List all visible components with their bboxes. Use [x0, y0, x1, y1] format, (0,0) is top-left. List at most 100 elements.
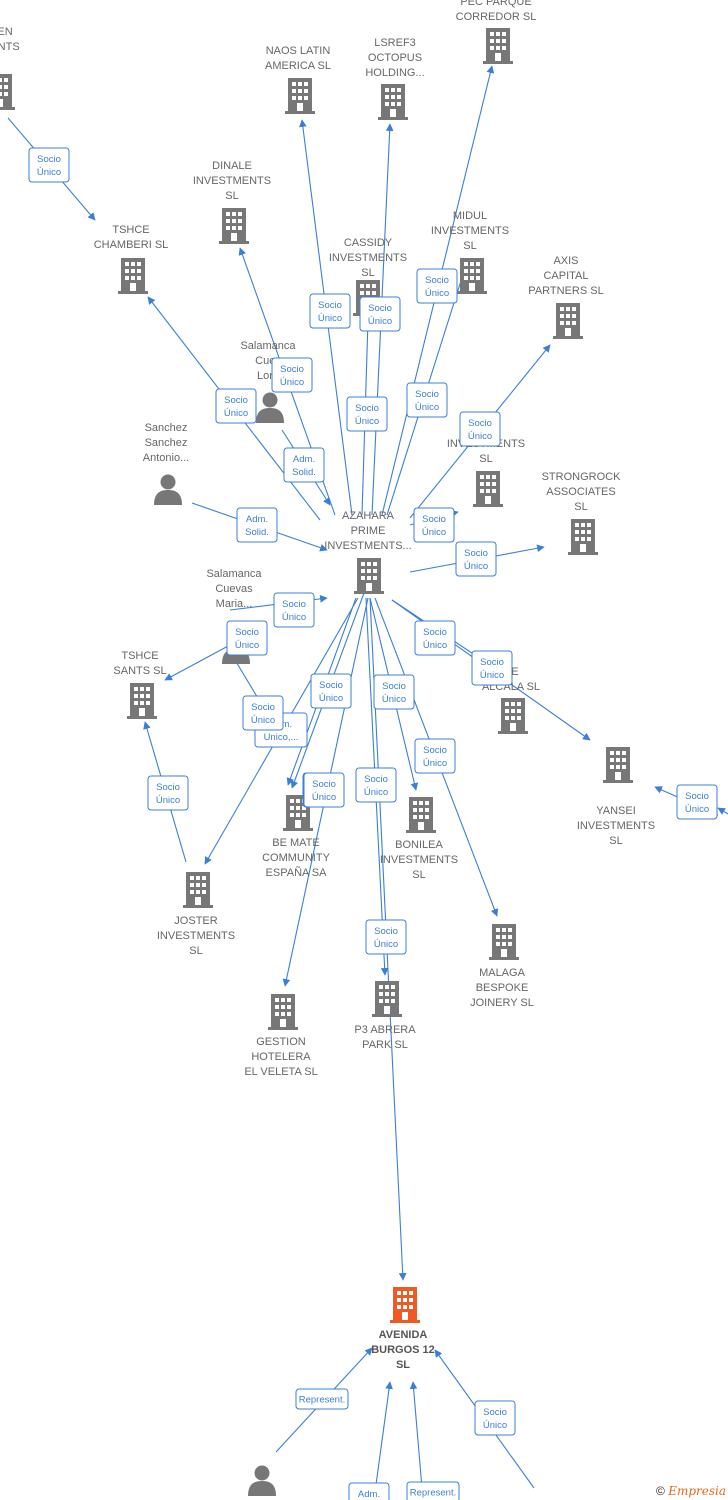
relation-label-box — [455, 541, 497, 577]
relation-label[interactable]: Represent. — [295, 1388, 349, 1410]
relation-label-text: Socio — [685, 791, 709, 802]
node-label: TSHCE — [112, 224, 149, 236]
relation-label-box — [236, 507, 278, 543]
relation-label-text: Socio — [318, 300, 342, 311]
relation-label-box — [413, 507, 455, 543]
node-label: AXIS — [553, 255, 578, 267]
building-icon — [0, 74, 15, 110]
node-label: Salamanca — [206, 568, 262, 580]
relation-label-text: Socio — [224, 395, 248, 406]
node-salamanca-maria[interactable]: SalamancaCuevasMaria... — [206, 568, 262, 664]
relation-label-box — [459, 411, 501, 447]
person-icon — [154, 474, 182, 505]
relation-edge — [374, 1381, 393, 1493]
building-icon — [183, 872, 213, 908]
node-label: INVESTMENTS — [193, 175, 271, 187]
relation-label-text: Socio — [37, 154, 61, 165]
relation-label-text: Socio — [480, 657, 504, 668]
relation-edge — [409, 1381, 423, 1489]
relation-label-text: Único — [37, 167, 61, 178]
relation-label[interactable]: Adm.Solid. — [236, 507, 278, 543]
node-label: JOSTER — [174, 915, 217, 927]
footer-brand[interactable]: © Empresia — [656, 1484, 726, 1498]
node-lsref3[interactable]: LSREF3OCTOPUSHOLDING... — [365, 37, 425, 120]
relation-label[interactable]: Represent. — [406, 1481, 460, 1500]
relation-label[interactable]: Adm.Solid. — [348, 1482, 390, 1500]
node-azahara[interactable]: AZAHARAPRIMEINVESTMENTS... — [324, 510, 412, 594]
node-label: INVESTMENTS — [157, 930, 235, 942]
node-label: Sanchez — [145, 437, 188, 449]
node-label: HOTELERA — [251, 1051, 311, 1063]
building-icon — [378, 84, 408, 120]
building-icon — [372, 981, 402, 1017]
relation-label-box — [406, 382, 448, 418]
node-label: P3 ABRERA — [354, 1024, 416, 1036]
person-icon — [256, 392, 284, 423]
building-icon — [457, 258, 487, 294]
relation-edge — [717, 807, 728, 815]
relation-label-box — [471, 650, 513, 686]
relation-label-text: Socio — [280, 364, 304, 375]
relation-label-box — [295, 1388, 349, 1410]
relation-label-text: Socio — [374, 926, 398, 937]
node-label: SANTS SL — [113, 665, 166, 677]
node-label: Sanchez — [145, 422, 188, 434]
building-icon — [603, 747, 633, 783]
node-label: ASSOCIATES — [546, 486, 615, 498]
node-sanchez[interactable]: SanchezSanchezAntonio... — [143, 422, 189, 505]
node-person-bottom[interactable] — [248, 1465, 276, 1497]
node-label: COMMUNITY — [262, 852, 330, 864]
node-label: CORREDOR SL — [456, 11, 537, 23]
node-label: MIDUL — [453, 210, 487, 222]
node-en-ents[interactable]: ENENTS — [0, 26, 20, 110]
node-label: SL — [361, 267, 374, 279]
relation-label[interactable]: Adm.Solid. — [283, 447, 325, 483]
relation-label-text: Único — [468, 431, 492, 442]
relation-edge — [164, 644, 231, 681]
relation-label-box — [147, 775, 189, 811]
